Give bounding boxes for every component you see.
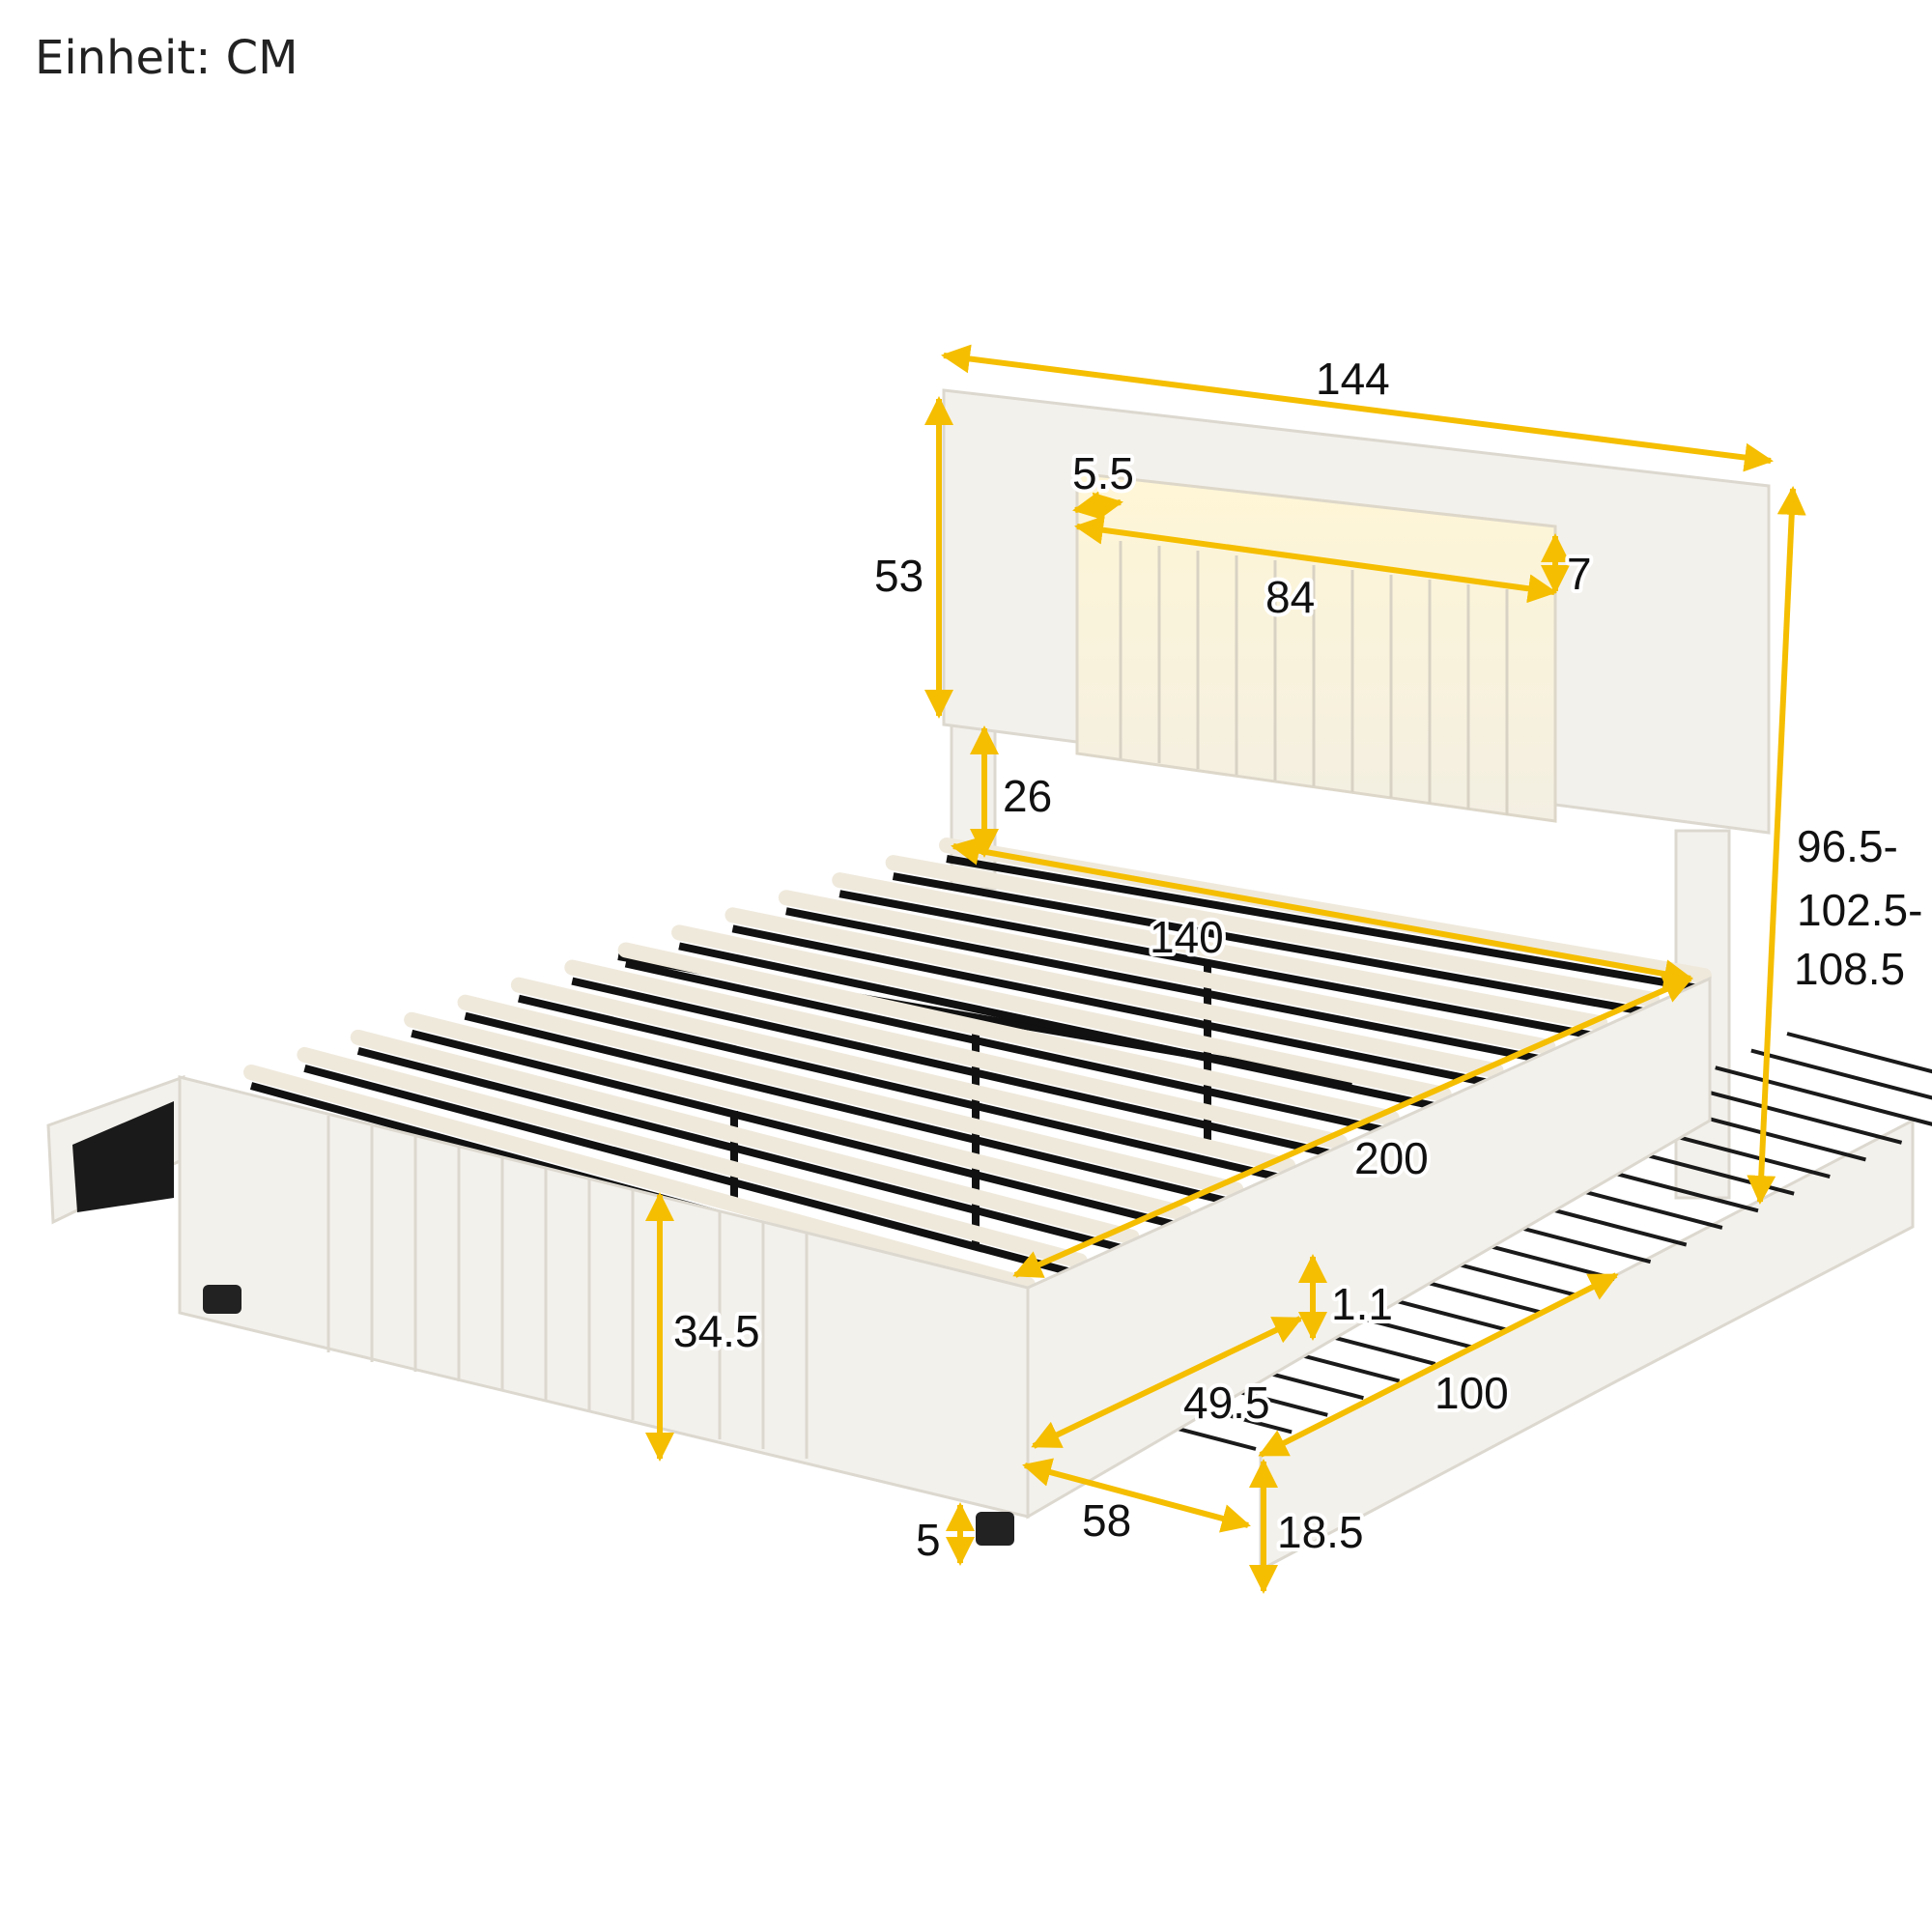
label-total-height-3: 108.5 — [1794, 944, 1905, 994]
label-58: 58 — [1082, 1495, 1131, 1546]
arrow-5-5 — [1072, 491, 1123, 522]
slat — [243, 1065, 1036, 1293]
basket-wire — [1786, 1032, 1932, 1074]
label-100: 100 — [1435, 1368, 1509, 1418]
label-200: 200 — [1354, 1133, 1429, 1183]
label-144: 144 — [1316, 354, 1390, 404]
arrow-140 — [951, 837, 1693, 988]
label-total-height-1: 96.5- — [1797, 821, 1898, 871]
arrow-58 — [1022, 1458, 1251, 1533]
label-1-1: 1.1 — [1331, 1279, 1393, 1329]
label-84: 84 — [1265, 572, 1315, 622]
arrow-100 — [1258, 1272, 1619, 1458]
label-total-height-2: 102.5- — [1797, 885, 1922, 935]
dimension-arrows — [645, 344, 1806, 1594]
slat — [350, 1029, 1140, 1245]
unit-title: Einheit: CM — [35, 31, 298, 85]
arrow-total-height — [1747, 486, 1806, 1205]
basket-wire — [1715, 1065, 1932, 1126]
slat — [297, 1046, 1088, 1269]
slat-shadow — [303, 1065, 1081, 1279]
label-34-5: 34.5 — [673, 1306, 760, 1356]
footboard-channels — [327, 1116, 809, 1459]
label-18-5: 18.5 — [1277, 1507, 1364, 1557]
left-drawer — [46, 1074, 185, 1225]
leg-front — [976, 1512, 1014, 1546]
headboard-channel-panel — [1075, 471, 1557, 823]
arrow-144 — [941, 344, 1774, 472]
label-49-5: 49.5 — [1183, 1378, 1270, 1428]
label-5-5: 5.5 — [1072, 448, 1134, 498]
slat-shadow — [356, 1046, 1133, 1255]
arrow-84 — [1074, 515, 1557, 604]
label-26: 26 — [1003, 771, 1052, 821]
label-7: 7 — [1567, 549, 1592, 599]
label-5: 5 — [916, 1515, 941, 1565]
label-140: 140 — [1150, 912, 1224, 962]
leg-left — [203, 1285, 242, 1314]
arrow-200 — [1012, 976, 1693, 1278]
dimension-labels: 144 5.5 84 7 53 26 96.5- 102.5- 108.5 14… — [669, 350, 1926, 1569]
label-53: 53 — [874, 551, 923, 601]
arrow-49-5 — [1031, 1316, 1303, 1449]
